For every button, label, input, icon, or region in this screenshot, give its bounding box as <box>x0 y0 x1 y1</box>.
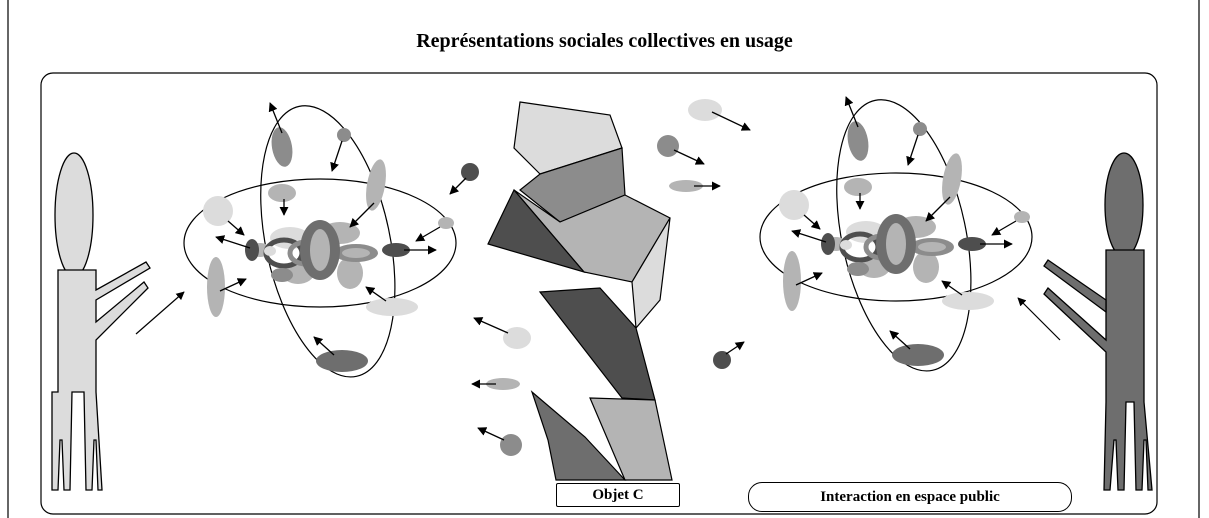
object-c-shape <box>487 101 673 481</box>
floating-elements <box>449 99 751 456</box>
object-c-label: Objet C <box>556 483 680 507</box>
person-left-icon <box>51 152 151 491</box>
representation-left <box>184 93 456 389</box>
arrow-right-person <box>1017 297 1061 341</box>
diagram-panel <box>40 72 1158 515</box>
representation-right <box>760 87 1032 383</box>
arrow-left-person <box>135 291 185 335</box>
interaction-label: Interaction en espace public <box>748 482 1072 512</box>
person-right-icon <box>1043 152 1153 491</box>
diagram-title: Représentations sociales collectives en … <box>416 30 793 52</box>
